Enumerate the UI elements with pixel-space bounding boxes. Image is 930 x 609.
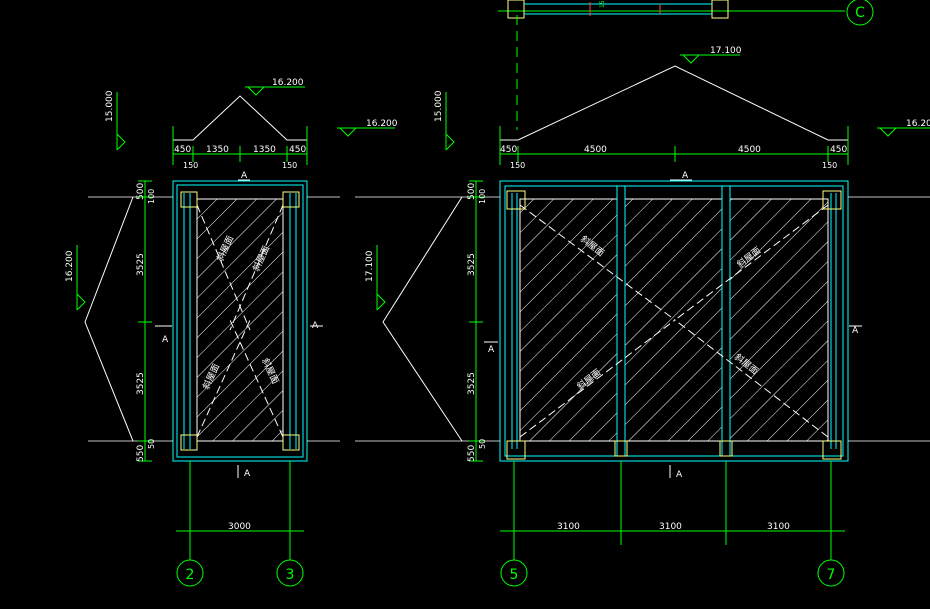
- right-view: 17.100 16.20 15.000 450 4500 4500 450 15…: [355, 15, 930, 587]
- left-outer-frame: [172, 180, 308, 462]
- left-column-tl: [180, 191, 198, 208]
- left-glass-panel: [196, 198, 284, 442]
- top-strip-text: 150: [599, 0, 606, 8]
- right-slope-elevation: 17.100: [365, 245, 386, 311]
- grid-label-7: 7: [827, 567, 836, 583]
- right-column-br: [822, 440, 842, 460]
- right-top-dimensions: 450 4500 4500 450 150 150: [499, 126, 849, 170]
- right-column-bl: [506, 440, 526, 460]
- right-glass-panel: [519, 198, 829, 442]
- svg-text:4500: 4500: [584, 145, 607, 155]
- right-mullion-2: [721, 185, 731, 457]
- right-ridge-elevation: 17.100: [680, 46, 742, 64]
- svg-text:50: 50: [478, 439, 487, 449]
- svg-text:3525: 3525: [136, 253, 146, 276]
- right-mullion-1: [616, 185, 626, 457]
- right-roof-gable: [500, 65, 848, 141]
- svg-text:15.000: 15.000: [434, 90, 444, 122]
- svg-text:3000: 3000: [228, 522, 251, 532]
- left-column-bl: [180, 434, 198, 451]
- svg-text:3525: 3525: [136, 372, 146, 395]
- svg-text:A: A: [676, 470, 683, 480]
- svg-text:15.000: 15.000: [105, 90, 115, 122]
- svg-text:100: 100: [147, 189, 156, 204]
- right-vertical-dimensions: 500 100 3525 3525 550 50: [467, 180, 487, 462]
- svg-text:A: A: [852, 326, 859, 336]
- right-side-profile: [382, 196, 463, 442]
- left-side-elevation: 15.000: [105, 90, 126, 151]
- svg-text:1350: 1350: [253, 145, 276, 155]
- svg-text:16.200: 16.200: [272, 78, 304, 88]
- grid-bubble-7: [817, 559, 845, 587]
- svg-text:150: 150: [183, 161, 198, 170]
- svg-text:150: 150: [282, 161, 297, 170]
- left-ridge-elevation: 16.200: [245, 78, 305, 96]
- left-section-marks: A A A A: [155, 171, 323, 479]
- right-section-marks: A A A A: [484, 171, 862, 480]
- left-eave-elevation: 16.200: [337, 119, 398, 137]
- svg-text:50: 50: [147, 439, 156, 449]
- left-roof-gable: [173, 95, 307, 141]
- svg-text:500: 500: [467, 183, 477, 200]
- svg-text:3100: 3100: [659, 522, 682, 532]
- svg-text:1350: 1350: [206, 145, 229, 155]
- left-vertical-dimensions: 500 100 3525 3525 550 50: [136, 180, 156, 462]
- right-bottom-dimension: 3100 3100 3100 5 7: [500, 461, 845, 587]
- grid-label-5: 5: [510, 567, 519, 583]
- svg-text:A: A: [682, 171, 689, 181]
- svg-text:3525: 3525: [467, 253, 477, 276]
- top-strip: 150 C: [498, 0, 874, 26]
- svg-text:3100: 3100: [557, 522, 580, 532]
- right-eave-elevation: 16.20: [877, 119, 930, 137]
- svg-text:3525: 3525: [467, 372, 477, 395]
- svg-text:4500: 4500: [738, 145, 761, 155]
- svg-text:150: 150: [510, 161, 525, 170]
- svg-text:500: 500: [136, 183, 146, 200]
- svg-text:A: A: [488, 345, 495, 355]
- right-column-tr: [822, 190, 842, 210]
- svg-text:550: 550: [136, 445, 146, 462]
- svg-text:16.200: 16.200: [65, 250, 75, 282]
- svg-text:A: A: [162, 335, 169, 345]
- left-column-tr: [282, 191, 300, 208]
- left-bottom-dimension: 3000 2 3: [176, 461, 304, 587]
- svg-text:450: 450: [174, 145, 191, 155]
- right-outer-frame: [499, 180, 849, 462]
- right-side-elevation: 15.000: [434, 90, 455, 151]
- svg-text:A: A: [241, 171, 248, 181]
- grid-bubble-3: [276, 559, 304, 587]
- svg-text:450: 450: [500, 145, 517, 155]
- right-column-tl: [506, 190, 526, 210]
- grid-bubble-c: [846, 0, 874, 26]
- svg-text:16.200: 16.200: [366, 119, 398, 129]
- svg-text:A: A: [312, 321, 319, 331]
- svg-text:A: A: [244, 469, 251, 479]
- svg-text:3100: 3100: [767, 522, 790, 532]
- grid-label-c: C: [855, 5, 865, 21]
- svg-text:550: 550: [467, 445, 477, 462]
- grid-bubble-2: [176, 559, 204, 587]
- grid-bubble-5: [500, 559, 528, 587]
- left-view: 16.200 16.200 15.000 450 1350 1350 450 1…: [65, 78, 398, 587]
- grid-label-3: 3: [286, 567, 295, 583]
- left-side-profile: [84, 196, 134, 442]
- grid-label-2: 2: [186, 567, 195, 583]
- svg-text:100: 100: [478, 189, 487, 204]
- svg-text:450: 450: [289, 145, 306, 155]
- svg-text:17.100: 17.100: [365, 250, 375, 282]
- svg-text:450: 450: [830, 145, 847, 155]
- svg-text:150: 150: [822, 161, 837, 170]
- svg-text:17.100: 17.100: [710, 46, 742, 56]
- left-top-dimensions: 450 1350 1350 450 150 150: [172, 126, 308, 170]
- svg-text:16.20: 16.20: [906, 119, 930, 129]
- left-column-br: [282, 434, 300, 451]
- left-slope-elevation: 16.200: [65, 245, 86, 311]
